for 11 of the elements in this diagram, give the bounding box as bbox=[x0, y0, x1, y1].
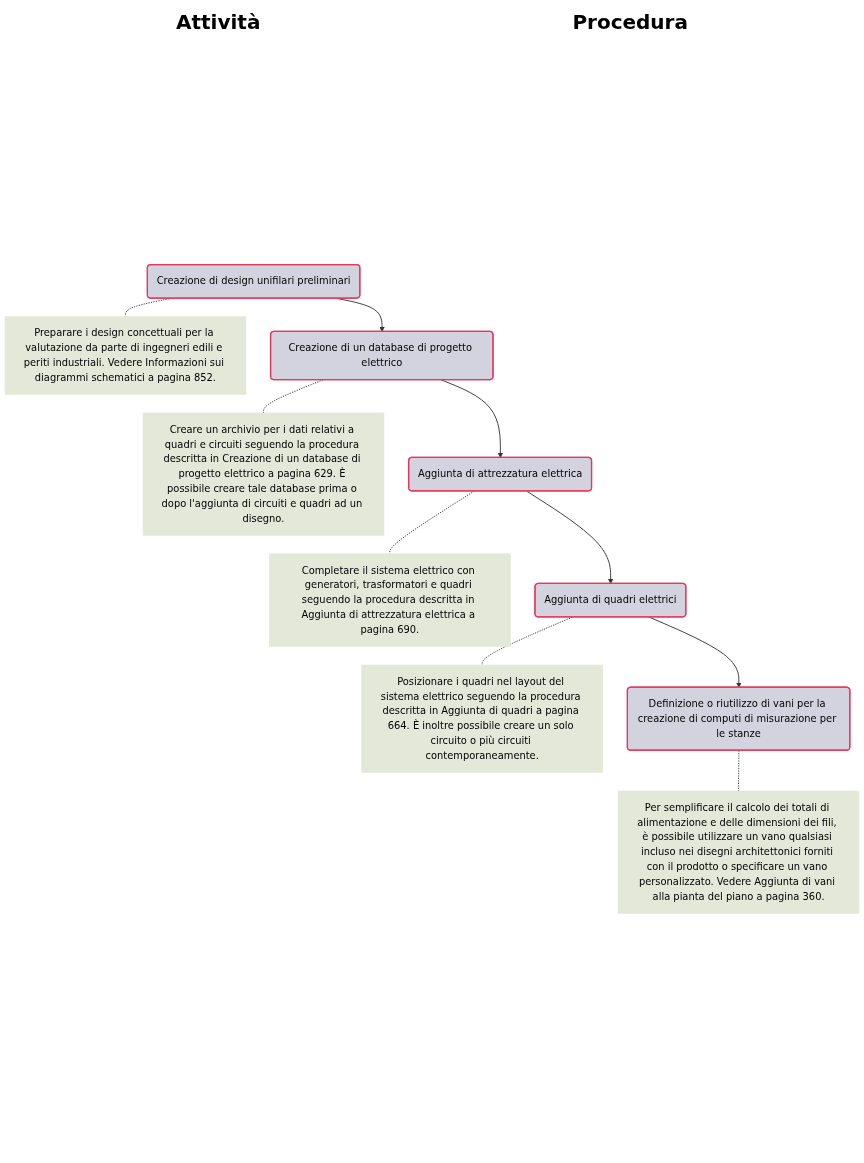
column-heading: Attività bbox=[176, 10, 261, 34]
node-box: Creare un archivio per i dati relativi a quadri e circuiti seguendo la procedura descritta in Creazione di un database di progetto elettrico a pagina 629. È possibile creare tale database prima o dopo l'aggiunta di circuiti e quadri ad un disegno. bbox=[142, 412, 385, 536]
node-box: Per semplificare il calcolo dei totali di alimentazione e delle dimensioni dei fili, è possibile utilizzare un vano qualsiasi incluso nei disegni architettonici forniti con il prodotto o specificare un vano personalizzato. Vedere Aggiunta di vani alla pianta del piano a pagina 360. bbox=[617, 790, 860, 914]
node-box: Preparare i design concettuali per la valutazione da parte di ingegneri edili e periti industriali. Vedere Informazioni sui diagrammi schematici a pagina 852. bbox=[4, 316, 247, 395]
connector bbox=[389, 490, 475, 555]
node-box: Posizionare i quadri nel layout del sistema elettrico seguendo la procedura descritta in Aggiunta di quadri a pagina 664. È inoltre possibile creare un solo circuito o più circuiti contemporaneamente. bbox=[361, 664, 603, 773]
connector bbox=[263, 379, 324, 414]
node-box: Completare il sistema elettrico con generatori, trasformatori e quadri seguendo la procedura descritta in Aggiunta di attrezzatura elettrica a pagina 690. bbox=[269, 553, 511, 647]
connector bbox=[738, 750, 740, 792]
connector bbox=[481, 616, 573, 666]
column-heading: Procedura bbox=[572, 10, 688, 34]
